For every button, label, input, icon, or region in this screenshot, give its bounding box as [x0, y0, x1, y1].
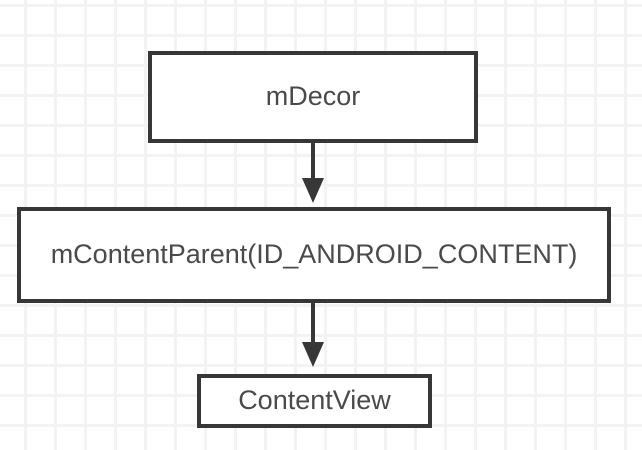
- edge-mdecor-to-mcontentparent: [302, 141, 324, 203]
- node-mdecor: mDecor: [148, 51, 478, 143]
- node-label: ContentView: [238, 385, 391, 416]
- node-contentview: ContentView: [197, 374, 432, 428]
- edge-mcontentparent-to-contentview: [302, 301, 324, 367]
- node-label: mDecor: [265, 81, 361, 112]
- node-mcontentparent: mContentParent(ID_ANDROID_CONTENT): [17, 207, 611, 303]
- node-label: mContentParent(ID_ANDROID_CONTENT): [50, 239, 578, 270]
- edge-arrowhead-down-icon: [302, 342, 324, 367]
- edge-arrowhead-down-icon: [302, 178, 324, 203]
